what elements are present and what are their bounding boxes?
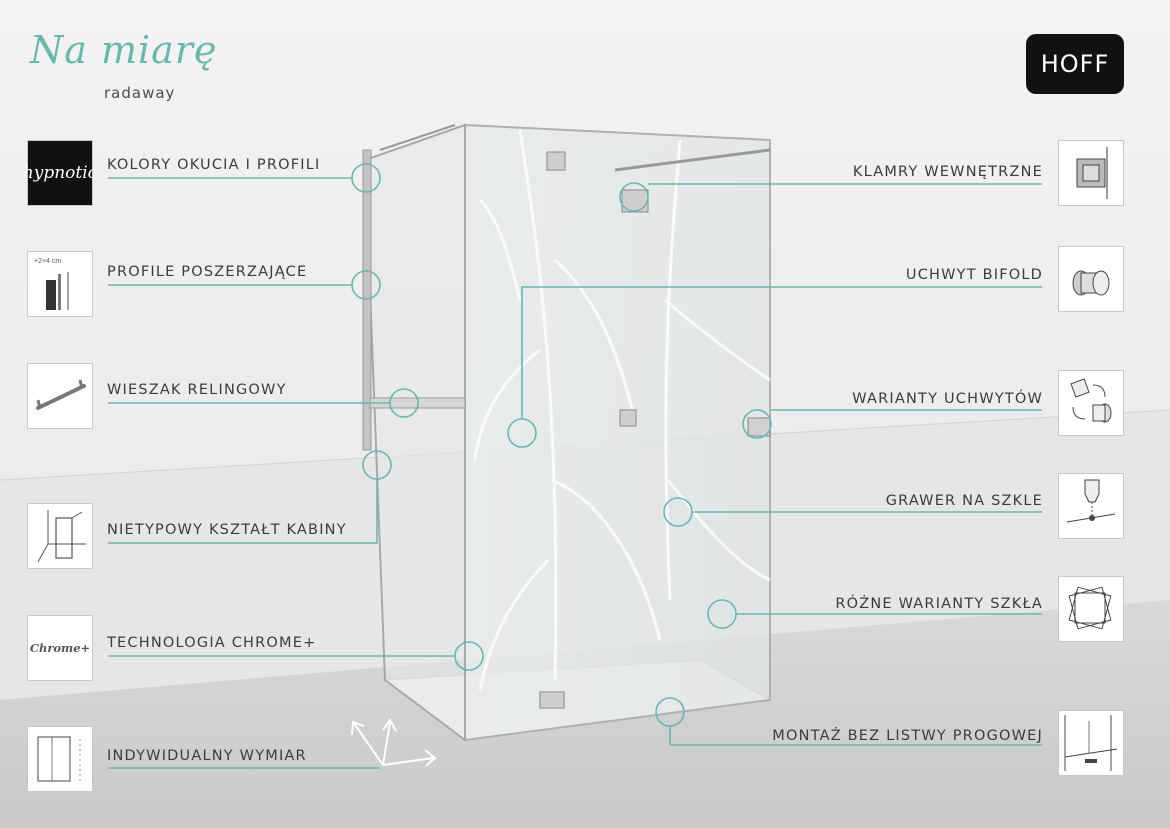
cabin-shape-icon <box>27 503 93 569</box>
custom-dimension-icon <box>27 726 93 792</box>
feature-label-profiles: PROFILE POSZERZAJĄCE <box>107 264 308 280</box>
feature-label-handle-variants: WARIANTY UCHWYTÓW <box>852 391 1043 407</box>
feature-label-glass-variants: RÓŻNE WARIANTY SZKŁA <box>835 596 1043 612</box>
feature-label-chrome-plus: TECHNOLOGIA CHROME+ <box>107 635 317 651</box>
bifold-handle-icon <box>1058 246 1124 312</box>
brand-logo-sub: radaway <box>104 84 176 102</box>
feature-label-bifold-handle: UCHWYT BIFOLD <box>905 267 1043 283</box>
feature-label-cabin-shape: NIETYPOWY KSZTAŁT KABINY <box>107 522 347 538</box>
profile-extension-icon: +2+4 cm <box>27 251 93 317</box>
feature-label-towel-rail: WIESZAK RELINGOWY <box>107 382 287 398</box>
no-threshold-icon <box>1058 710 1124 776</box>
chrome-plus-icon-text: Chrome+ <box>29 641 91 655</box>
feature-label-colors: KOLORY OKUCIA I PROFILI <box>107 157 321 173</box>
glass-engraving-icon <box>1058 473 1124 539</box>
glass-variants-icon <box>1058 576 1124 642</box>
feature-label-glass-engraving: GRAWER NA SZKLE <box>885 493 1043 509</box>
profile-extension-icon-text: +2+4 cm <box>34 258 62 265</box>
hoff-logo: HOFF <box>1026 34 1124 94</box>
feature-label-custom-dimension: INDYWIDUALNY WYMIAR <box>107 748 307 764</box>
inner-clamp-icon <box>1058 140 1124 206</box>
feature-label-no-threshold: MONTAŻ BEZ LISTWY PROGOWEJ <box>772 728 1043 744</box>
hypnotic-icon: hypnotic <box>23 140 97 206</box>
handle-variants-icon <box>1058 370 1124 436</box>
hypnotic-icon-text: hypnotic <box>22 163 98 183</box>
brand-logo-script: Na miarę <box>30 28 218 72</box>
feature-label-inner-clamps: KLAMRY WEWNĘTRZNE <box>852 164 1043 180</box>
chrome-plus-icon: Chrome+ <box>27 615 93 681</box>
towel-rail-icon <box>27 363 93 429</box>
